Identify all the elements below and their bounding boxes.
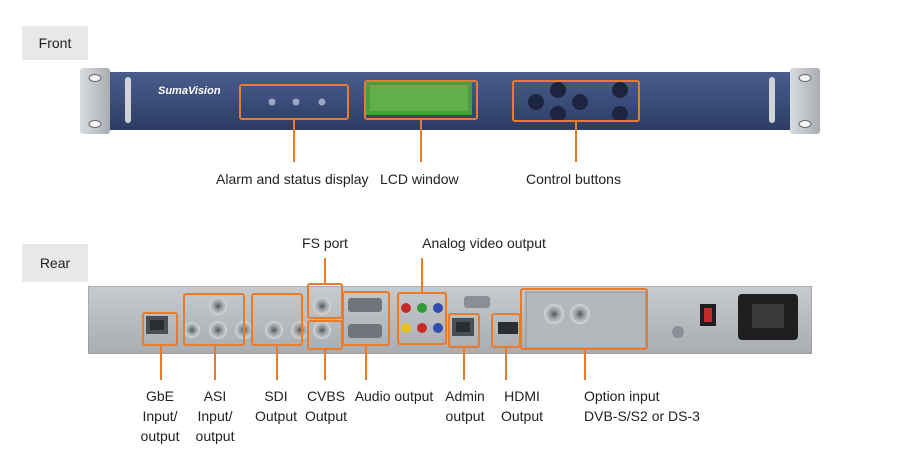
admin-leader	[463, 348, 465, 380]
fs-port-leader	[324, 258, 326, 283]
alarm-status-label: Alarm and status display	[216, 171, 369, 187]
analog-video-leader	[421, 258, 423, 292]
option-leader	[584, 350, 586, 380]
lcd-window-highlight	[364, 80, 478, 120]
fs-port-highlight	[307, 283, 343, 319]
sdi-leader	[276, 346, 278, 380]
gbe-highlight	[142, 312, 178, 346]
control-leader	[575, 122, 577, 162]
sdi-highlight	[251, 293, 303, 346]
audio-highlight	[342, 291, 390, 346]
option-input-highlight	[520, 288, 648, 350]
cvbs-leader	[324, 350, 326, 380]
asi-leader	[214, 346, 216, 380]
analog-video-highlight	[397, 292, 447, 345]
fs-port-label: FS port	[302, 235, 348, 251]
alarm-leader	[293, 120, 295, 162]
hdmi-leader	[505, 348, 507, 380]
rear-tag: Rear	[22, 244, 88, 282]
admin-highlight	[448, 313, 480, 348]
lcd-leader	[420, 120, 422, 162]
cvbs-highlight	[307, 320, 343, 350]
alarm-status-highlight	[239, 84, 349, 120]
rear-panel-image	[88, 286, 812, 354]
front-tag: Front	[22, 26, 88, 60]
asi-highlight	[183, 293, 245, 346]
control-buttons-label: Control buttons	[526, 171, 621, 187]
brand-logo: SumaVision	[158, 85, 221, 97]
gbe-leader	[160, 346, 162, 380]
audio-leader	[365, 346, 367, 380]
control-buttons-highlight	[512, 80, 640, 122]
audio-label: Audio output	[354, 388, 434, 404]
lcd-window-label: LCD window	[380, 171, 459, 187]
analog-video-label: Analog video output	[422, 235, 546, 251]
hdmi-highlight	[491, 313, 521, 348]
